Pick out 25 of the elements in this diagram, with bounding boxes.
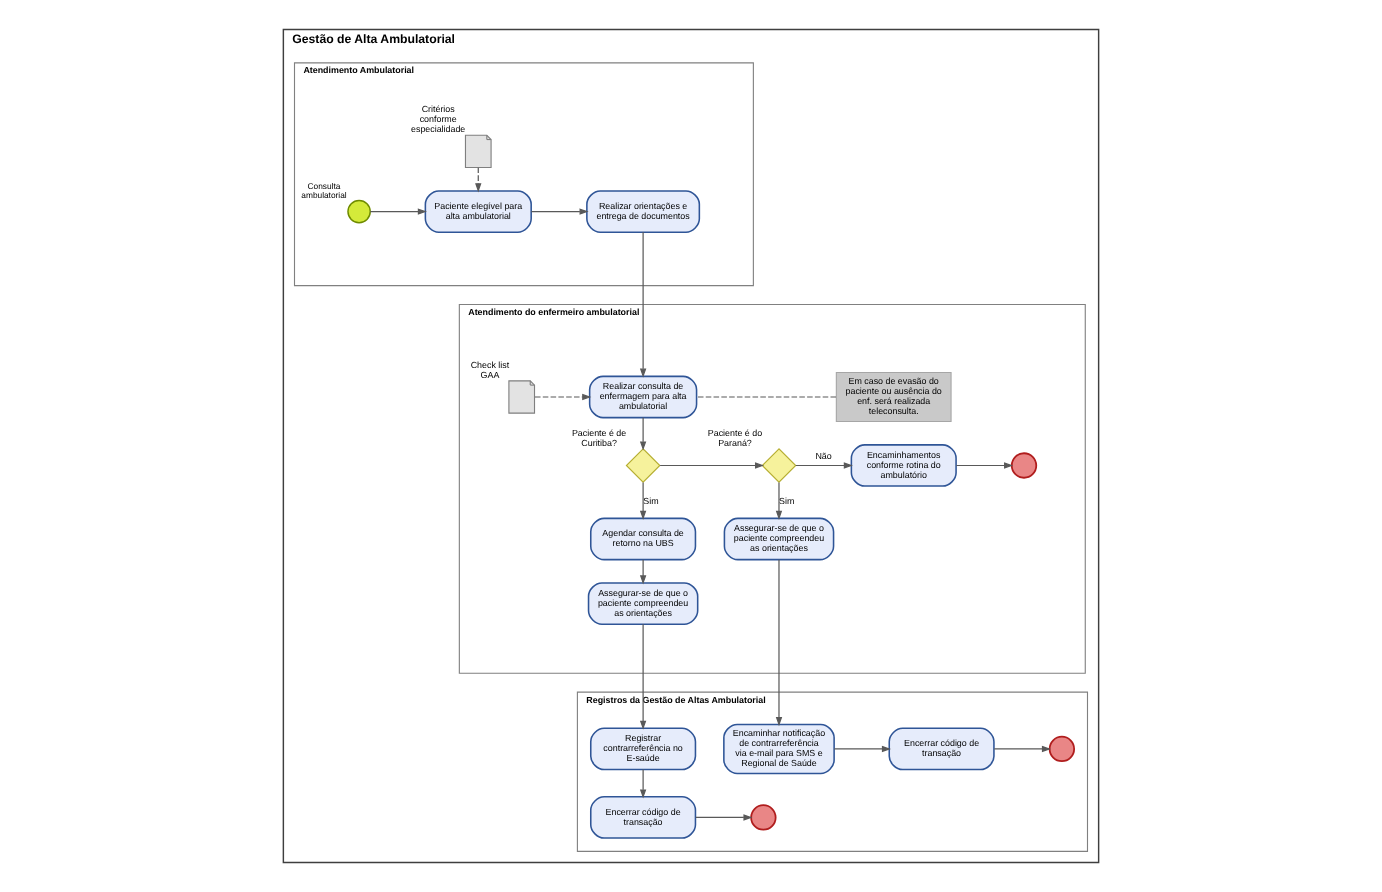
- arrow: [369, 208, 427, 215]
- arrow: [833, 745, 892, 753]
- arrow: [659, 462, 765, 469]
- node-diamond: [761, 448, 797, 483]
- arrow: [795, 462, 853, 469]
- arrow: [993, 745, 1052, 753]
- arrow: [475, 167, 482, 193]
- node-circle: [1010, 452, 1038, 479]
- connector: [696, 396, 837, 398]
- arrow: [530, 208, 589, 215]
- arrow: [639, 481, 647, 520]
- arrow: [639, 559, 647, 585]
- arrow: [775, 559, 783, 727]
- arrow: [639, 231, 647, 378]
- arrow: [639, 623, 647, 730]
- arrow: [695, 814, 753, 821]
- arrow: [534, 393, 592, 401]
- node-diamond: [625, 448, 661, 483]
- node-circle: [1048, 735, 1076, 763]
- node-circle: [347, 199, 371, 224]
- arrow: [639, 768, 647, 799]
- arrow: [775, 481, 783, 520]
- node-circle: [750, 804, 777, 831]
- arrow: [639, 417, 647, 451]
- arrow: [955, 462, 1014, 469]
